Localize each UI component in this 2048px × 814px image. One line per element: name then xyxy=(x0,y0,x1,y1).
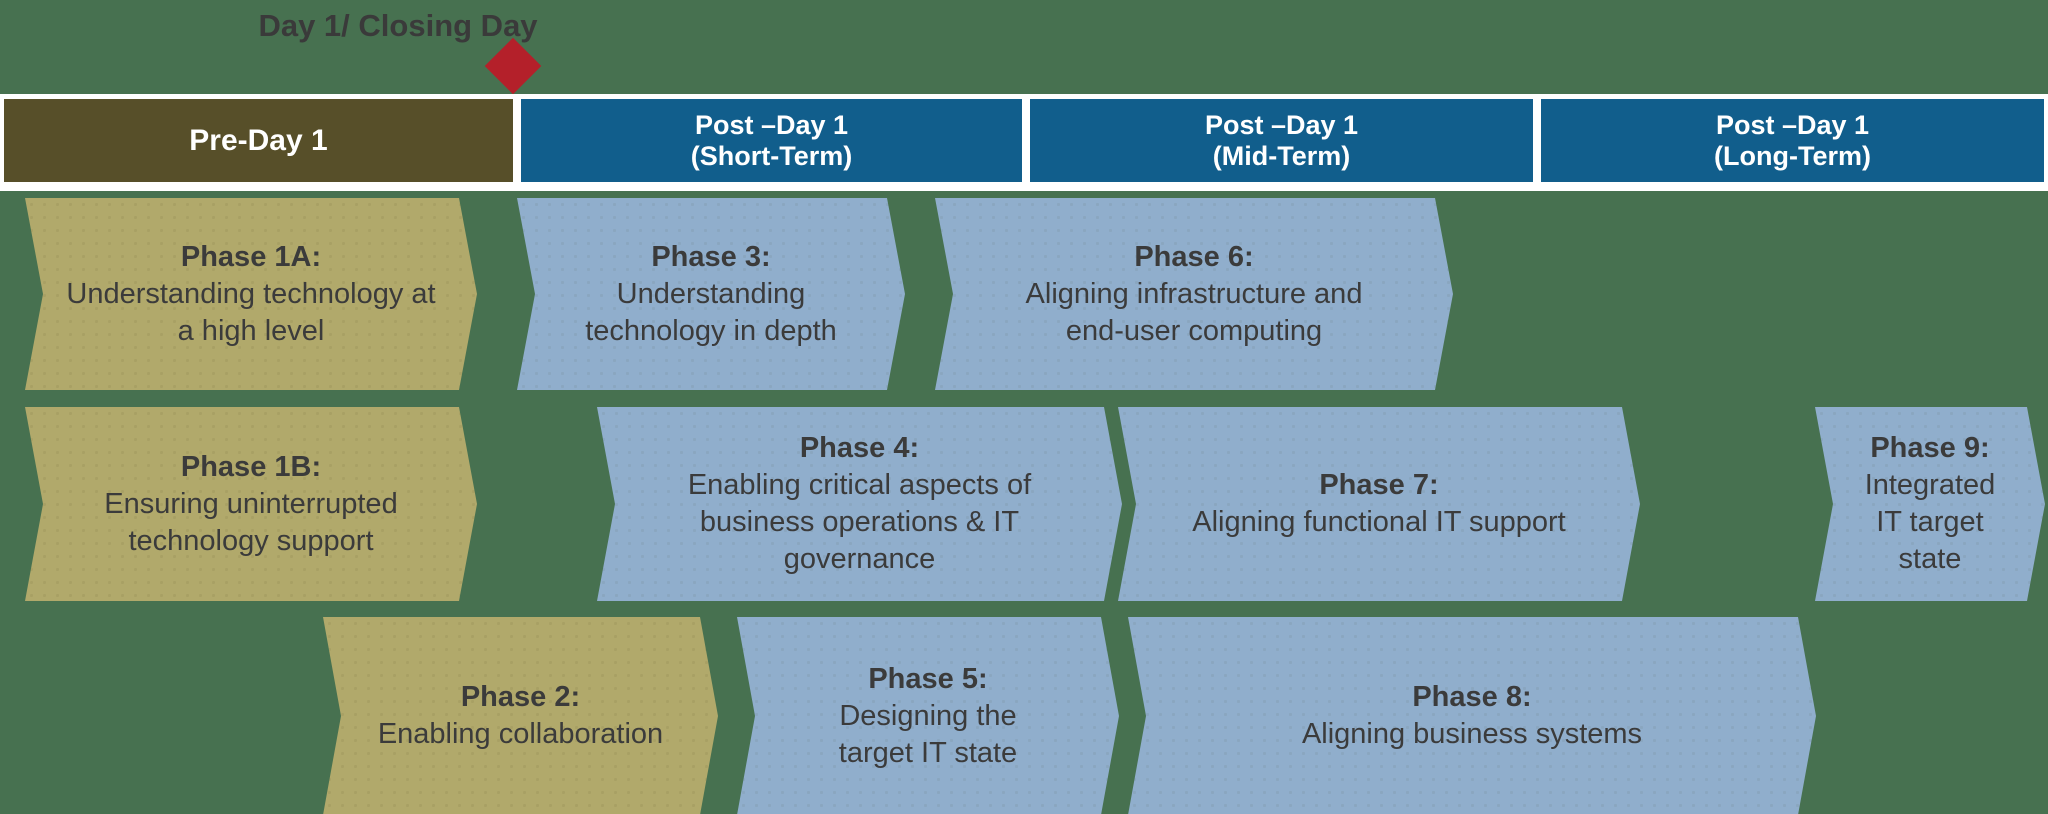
phase-3-title: Phase 3: xyxy=(651,240,771,273)
phase-2-chevron: Phase 2: Enabling collaboration xyxy=(323,617,718,814)
phase-6-chevron: Phase 6: Aligning infrastructure and end… xyxy=(935,198,1453,390)
phase-7-desc: Aligning functional IT support xyxy=(1192,506,1566,538)
phase-7-title: Phase 7: xyxy=(1319,469,1439,501)
phase-8-title: Phase 8: xyxy=(1412,681,1532,713)
phase-1a-title: Phase 1A: xyxy=(180,240,322,273)
phase-9-title: Phase 9: xyxy=(1870,432,1990,464)
header-segment-sublabel: (Short-Term) xyxy=(690,140,853,171)
milestone-diamond-icon xyxy=(484,37,542,95)
header-segment-pre-day1: Pre-Day 1 xyxy=(4,99,513,182)
phase-8-chevron: Phase 8: Aligning business systems xyxy=(1128,617,1816,814)
header-segment-post-day1-mid-term: Post –Day 1 (Mid-Term) xyxy=(1030,99,1533,182)
header-segment-label: Pre-Day 1 xyxy=(189,124,328,157)
phase-4-title: Phase 4: xyxy=(799,432,920,464)
phase-5-desc: Designing the target IT state xyxy=(838,699,1018,769)
phase-6-title: Phase 6: xyxy=(1134,240,1254,273)
header-segment-sublabel: (Long-Term) xyxy=(1714,140,1871,171)
phase-1a-chevron: Phase 1A: Understanding technology at a … xyxy=(25,198,477,390)
header-segment-sublabel: (Mid-Term) xyxy=(1212,140,1351,171)
header-segment-post-day1-long-term: Post –Day 1 (Long-Term) xyxy=(1541,99,2044,182)
phase-2-title: Phase 2: xyxy=(460,681,581,713)
phase-1a-desc: Understanding technology at a high level xyxy=(66,277,436,347)
phase-4-desc: Enabling critical aspects of business op… xyxy=(687,469,1032,575)
phase-1b-title: Phase 1B: xyxy=(180,450,322,483)
phase-5-chevron: Phase 5: Designing the target IT state xyxy=(737,617,1119,814)
phase-1b-desc: Ensuring uninterrupted technology suppor… xyxy=(104,487,398,557)
header-segment-label: Post –Day 1 xyxy=(1715,109,1870,140)
day1-closing-day-label: Day 1/ Closing Day xyxy=(258,8,538,43)
header-segment-label: Post –Day 1 xyxy=(694,109,849,140)
phase-3-desc: Understanding technology in depth xyxy=(585,277,837,347)
phase-7-chevron: Phase 7: Aligning functional IT support xyxy=(1118,407,1640,601)
phase-4-chevron: Phase 4: Enabling critical aspects of bu… xyxy=(597,407,1122,601)
phase-1b-chevron: Phase 1B: Ensuring uninterrupted technol… xyxy=(25,407,477,601)
timeline-header-band: Pre-Day 1 Post –Day 1 (Short-Term) Post … xyxy=(0,94,2048,191)
phase-2-desc: Enabling collaboration xyxy=(377,718,664,750)
header-segment-post-day1-short-term: Post –Day 1 (Short-Term) xyxy=(521,99,1022,182)
phase-8-desc: Aligning business systems xyxy=(1301,718,1643,750)
phase-3-chevron: Phase 3: Understanding technology in dep… xyxy=(517,198,905,390)
phase-6-desc: Aligning infrastructure and end-user com… xyxy=(1025,277,1363,347)
phase-9-desc: Integrated IT target state xyxy=(1864,469,1996,575)
header-segment-label: Post –Day 1 xyxy=(1204,109,1359,140)
phase-5-title: Phase 5: xyxy=(868,662,988,695)
phase-9-chevron: Phase 9: Integrated IT target state xyxy=(1815,407,2045,601)
